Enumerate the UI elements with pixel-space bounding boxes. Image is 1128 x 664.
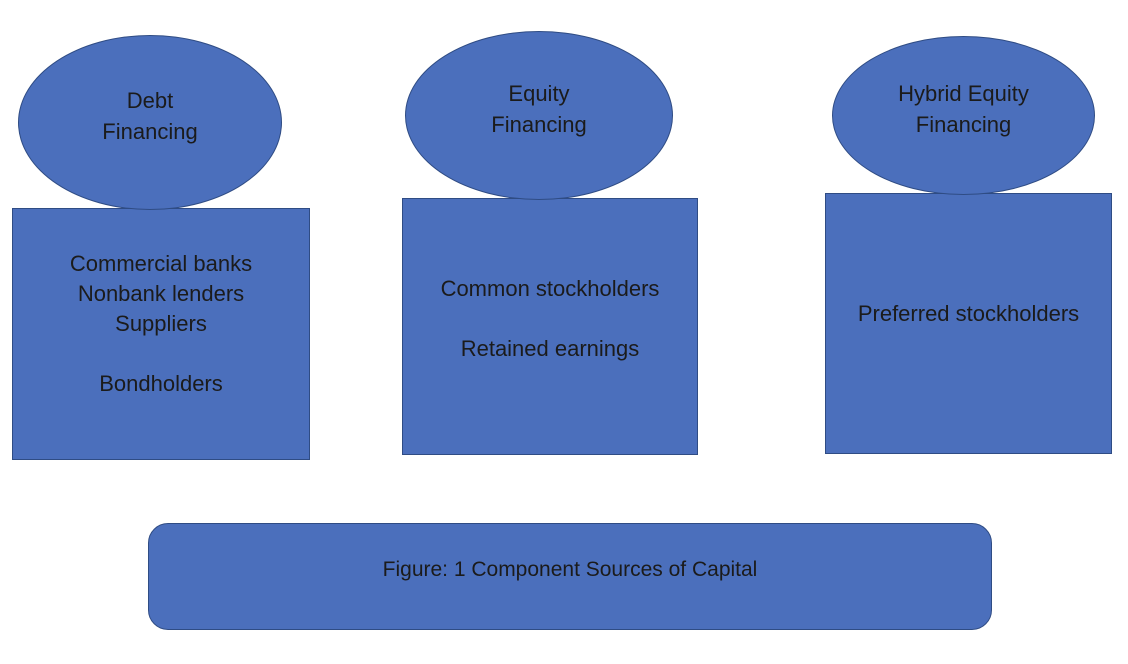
box-line-preferred-stockholders: Preferred stockholders [857, 301, 1080, 326]
ellipse-label-line: Financing [102, 118, 198, 144]
equity-financing-ellipse: Equity Financing [405, 31, 673, 200]
box-line-common-stockholders: Common stockholders [440, 276, 660, 301]
box-line-blank [403, 304, 697, 334]
box-line-bondholders: Bondholders [99, 371, 223, 396]
hybrid-equity-financing-ellipse: Hybrid Equity Financing [832, 36, 1095, 195]
ellipse-label-line: Hybrid Equity [898, 80, 1029, 106]
equity-financing-label: Equity Financing [491, 78, 586, 140]
ellipse-label-line: Equity [508, 80, 570, 106]
ellipse-label-line: Debt [126, 87, 174, 113]
figure-caption-text: Figure: 1 Component Sources of Capital [382, 557, 758, 581]
box-line-nonbank-lenders: Nonbank lenders [77, 281, 245, 306]
ellipse-label-line: Financing [491, 111, 587, 137]
debt-sources-box: Commercial banks Nonbank lenders Supplie… [12, 208, 310, 460]
box-line-blank [13, 339, 309, 369]
ellipse-label-line: Financing [915, 111, 1012, 137]
debt-financing-label: Debt Financing [102, 85, 197, 147]
figure-caption-box: Figure: 1 Component Sources of Capital [148, 523, 992, 630]
box-line-suppliers: Suppliers [115, 311, 207, 336]
box-line-commercial-banks: Commercial banks [69, 251, 253, 276]
hybrid-equity-financing-label: Hybrid Equity Financing [898, 78, 1029, 140]
equity-sources-box: Common stockholders Retained earnings [402, 198, 698, 455]
hybrid-equity-sources-box: Preferred stockholders [825, 193, 1112, 454]
box-line-retained-earnings: Retained earnings [460, 336, 640, 361]
debt-financing-ellipse: Debt Financing [18, 35, 282, 210]
